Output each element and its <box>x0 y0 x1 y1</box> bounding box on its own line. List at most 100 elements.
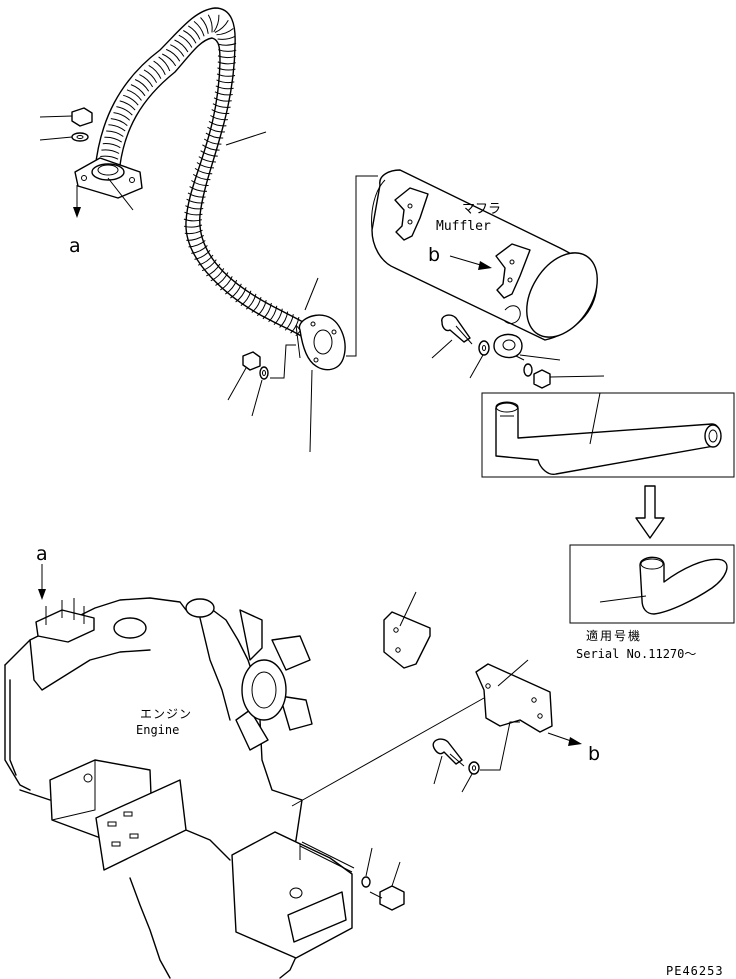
hose-rib <box>217 61 236 65</box>
hose-rib <box>170 44 185 57</box>
hose-rib <box>202 144 220 151</box>
ref-label-a-top: a <box>69 235 81 257</box>
hose-rib <box>214 91 233 96</box>
hose-rib <box>210 115 228 121</box>
hose-rib <box>186 234 204 241</box>
hose-rib <box>139 74 154 88</box>
hose-rib <box>217 55 237 59</box>
hose-rib <box>215 272 229 286</box>
hose-rib <box>194 249 211 260</box>
hose-rib <box>218 49 237 52</box>
hose-rib <box>123 94 139 106</box>
hose-rib <box>194 167 213 175</box>
hose-rib <box>200 17 209 34</box>
ref-label-b-muffler: b <box>428 244 440 266</box>
hose-rib <box>213 14 220 33</box>
hose-rib <box>262 302 272 320</box>
hose-rib <box>207 126 225 133</box>
ref-label-b-bracket: b <box>588 743 600 765</box>
hose-rib <box>187 192 206 198</box>
hose-rib <box>205 132 224 139</box>
hose-rib <box>203 138 222 145</box>
arrow-right-icon <box>449 255 492 270</box>
arrow-down-icon <box>38 564 46 600</box>
bolt-lower <box>369 861 405 911</box>
washer-lower <box>361 847 373 888</box>
hose-rib <box>183 224 203 228</box>
bolt-muffler <box>431 314 473 359</box>
hose-rib <box>162 53 177 67</box>
serial-label-jp: 適用号機 <box>586 628 642 643</box>
washer-muffler <box>469 340 490 379</box>
hollow-down-arrow-icon <box>635 485 665 539</box>
ref-label-a-engine: a <box>36 543 48 565</box>
hose-rib <box>143 69 158 83</box>
hose-rib <box>189 186 208 192</box>
hose-rib <box>216 79 235 84</box>
hose-rib <box>240 290 252 306</box>
flexible-exhaust-hose <box>94 7 313 339</box>
muffler-bracket-upper <box>394 187 429 241</box>
serial-label-en: Serial No.11270～ <box>576 647 696 661</box>
hose-rib <box>183 218 203 222</box>
hose-rib <box>206 263 221 277</box>
hose-rib <box>196 162 215 169</box>
hose-rib <box>102 143 121 149</box>
hose-rib <box>191 180 209 187</box>
muffler-label-en: Muffler <box>436 219 491 234</box>
hose-rib <box>192 173 211 181</box>
engine-label-jp: エンジン <box>140 707 192 721</box>
hose-rib <box>216 28 234 36</box>
hose-rib <box>225 279 238 295</box>
bolt-bracket <box>432 738 465 785</box>
hose-rib <box>134 79 150 92</box>
hose-rib <box>210 268 225 282</box>
hose-rib <box>174 39 189 53</box>
hose-rib <box>110 118 128 126</box>
hose-rib <box>245 293 257 310</box>
hose-rib <box>217 67 236 71</box>
engine-label-en: Engine <box>136 723 179 737</box>
stud-bolt <box>299 841 355 873</box>
muffler-bracket-lower <box>495 243 531 324</box>
nut-flange <box>227 351 261 401</box>
hose-ribs <box>99 14 306 337</box>
hose-rib <box>207 14 213 33</box>
hose-rib <box>153 60 166 75</box>
hose-rib <box>218 42 237 46</box>
hose-rib <box>197 254 214 266</box>
nut-muffler <box>533 369 605 389</box>
hose-rib <box>215 85 234 90</box>
hose-rib <box>193 21 205 37</box>
hose-rib <box>284 314 294 331</box>
lock-washer <box>519 354 561 377</box>
hose-rib <box>201 259 217 272</box>
hose-rib <box>113 112 131 121</box>
hose-rib <box>208 120 227 127</box>
hose-rib <box>126 89 142 101</box>
clamp-muffler <box>493 333 525 361</box>
arrow-right-icon <box>547 732 582 746</box>
hose-rib <box>184 211 203 216</box>
arrow-down-icon <box>73 185 81 218</box>
hose-rib <box>188 240 206 248</box>
bracket-small <box>383 591 431 669</box>
washer-top <box>39 132 89 142</box>
hose-rib <box>273 308 283 326</box>
hose-rib <box>148 64 162 79</box>
hose-rib <box>101 149 120 154</box>
bracket-large <box>475 659 553 733</box>
hose-rib <box>119 100 136 111</box>
hose-rib <box>268 305 278 323</box>
hose-rib <box>216 73 236 77</box>
hose-rib <box>214 20 229 33</box>
hose-rib <box>217 35 236 40</box>
hose-rib <box>166 48 181 62</box>
hose-rib <box>108 124 126 132</box>
hose-rib <box>104 136 122 143</box>
engine <box>4 597 353 979</box>
hose-rib <box>158 56 171 72</box>
hose-rib <box>116 106 133 116</box>
nut-top <box>39 107 93 127</box>
hose-rib <box>200 150 218 157</box>
